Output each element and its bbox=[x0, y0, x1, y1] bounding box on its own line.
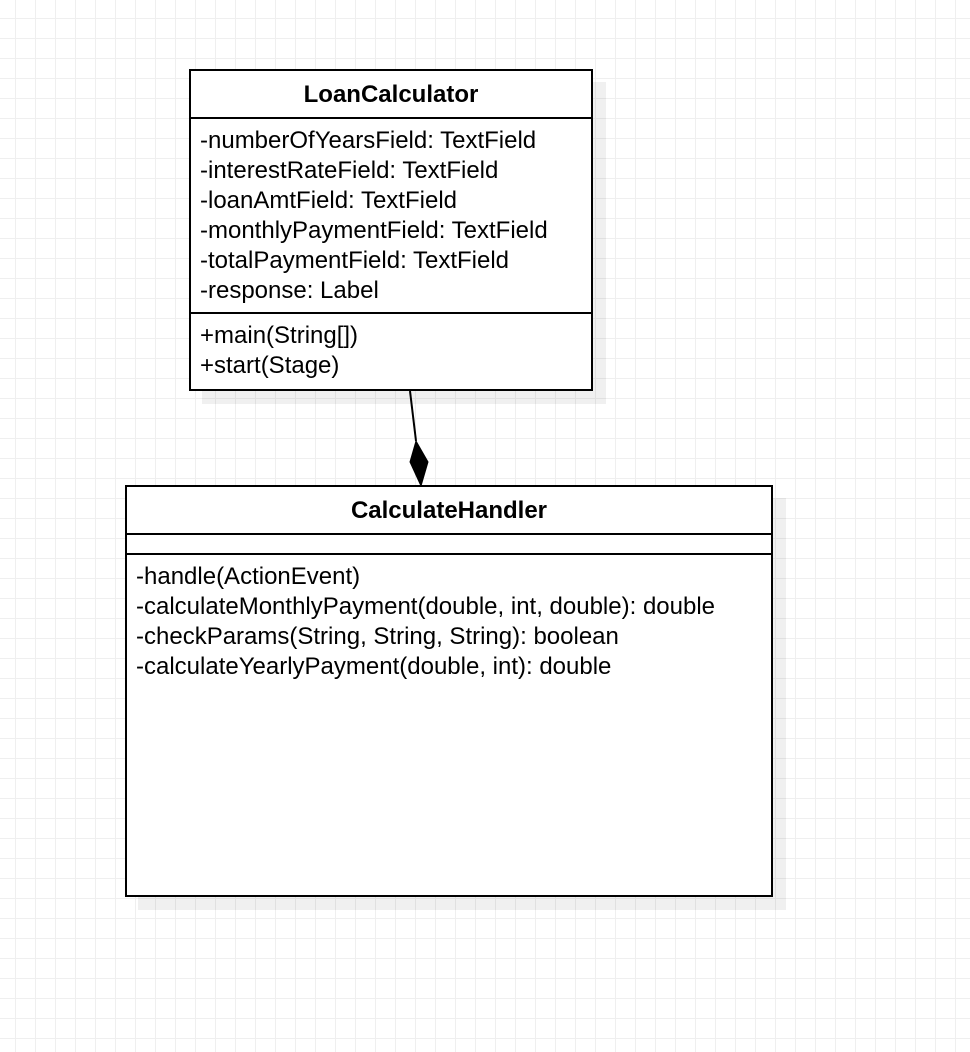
methods-section-calculate-handler: -handle(ActionEvent) -calculateMonthlyPa… bbox=[127, 555, 771, 688]
attributes-section-loan-calculator: -numberOfYearsField: TextField -interest… bbox=[191, 119, 591, 314]
method-start: +start(Stage) bbox=[200, 352, 340, 379]
attribute-monthly-payment-field: -monthlyPaymentField: TextField bbox=[200, 217, 548, 244]
attribute-response: -response: Label bbox=[200, 277, 379, 304]
class-box-calculate-handler[interactable]: CalculateHandler -handle(ActionEvent) -c… bbox=[125, 485, 773, 897]
composition-diamond-icon bbox=[409, 439, 429, 488]
method-main: +main(String[]) bbox=[200, 322, 359, 349]
method-calculate-monthly-payment: -calculateMonthlyPayment(double, int, do… bbox=[136, 593, 716, 620]
methods-section-loan-calculator: +main(String[]) +start(Stage) bbox=[191, 314, 591, 387]
class-name-calculate-handler: CalculateHandler bbox=[127, 487, 771, 535]
attributes-section-calculate-handler bbox=[127, 535, 771, 555]
composition-line bbox=[409, 390, 417, 442]
class-name-loan-calculator: LoanCalculator bbox=[191, 71, 591, 119]
attribute-number-of-years-field: -numberOfYearsField: TextField bbox=[200, 127, 537, 154]
method-check-params: -checkParams(String, String, String): bo… bbox=[136, 623, 619, 650]
attribute-total-payment-field: -totalPaymentField: TextField bbox=[200, 247, 510, 274]
method-handle: -handle(ActionEvent) bbox=[136, 563, 361, 590]
attribute-loan-amt-field: -loanAmtField: TextField bbox=[200, 187, 457, 214]
attribute-interest-rate-field: -interestRateField: TextField bbox=[200, 157, 499, 184]
class-box-loan-calculator[interactable]: LoanCalculator -numberOfYearsField: Text… bbox=[189, 69, 593, 391]
method-calculate-yearly-payment: -calculateYearlyPayment(double, int): do… bbox=[136, 653, 612, 680]
